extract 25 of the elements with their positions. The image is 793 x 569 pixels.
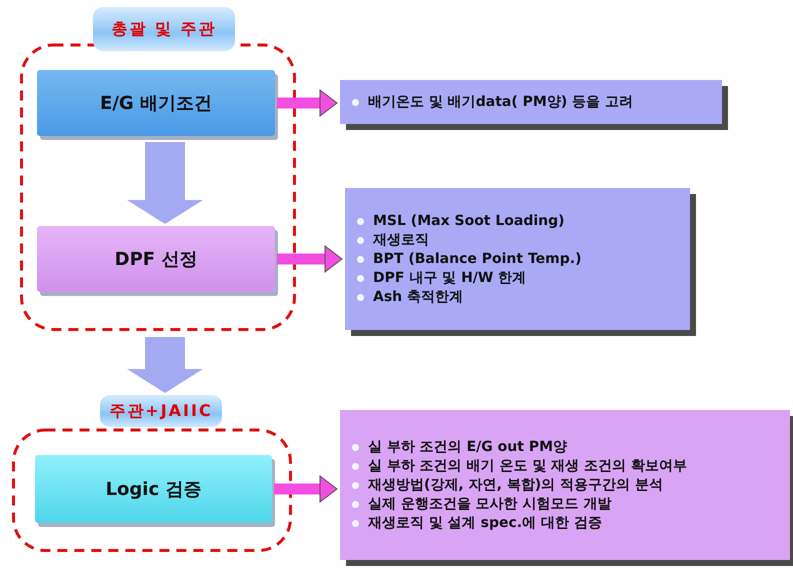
bullet-item: BPT (Balance Point Temp.) <box>357 250 678 268</box>
bullet-item: 재생방법(강제, 자연, 복합)의 적용구간의 분석 <box>352 476 778 494</box>
block-arrow <box>277 90 338 116</box>
bullet-item: 실 부하 조건의 배기 온도 및 재생 조건의 확보여부 <box>352 456 778 476</box>
dashed-group-frame <box>12 395 292 552</box>
note-panel <box>345 188 690 330</box>
dashed-group-frame <box>20 7 296 331</box>
bullet-item: 배기온도 및 배기data( PM양) 등을 고려 <box>352 92 710 112</box>
note-panel <box>340 80 722 124</box>
process-box: Logic 검증 <box>35 455 272 523</box>
block-arrow <box>274 476 338 502</box>
bullet-item: 실 부하 조건의 E/G out PM양 <box>352 438 778 456</box>
group-title: 주관+JAIIC <box>100 395 222 427</box>
note-panel <box>340 410 790 560</box>
bullet-item: 실제 운행조건을 모사한 시험모드 개발 <box>352 494 778 514</box>
group-title: 총괄 및 주관 <box>93 7 235 51</box>
bullet-item: Ash 축적한계 <box>357 288 678 306</box>
process-box: E/G 배기조건 <box>37 70 275 136</box>
bullet-item: 재생로직 <box>357 230 678 250</box>
block-arrow <box>127 337 203 393</box>
bullet-item: MSL (Max Soot Loading) <box>357 212 678 230</box>
block-arrow <box>277 246 342 272</box>
process-box: DPF 선정 <box>37 226 275 292</box>
bullet-item: 재생로직 및 설계 spec.에 대한 검증 <box>352 514 778 532</box>
bullet-item: DPF 내구 및 H/W 한계 <box>357 268 678 288</box>
